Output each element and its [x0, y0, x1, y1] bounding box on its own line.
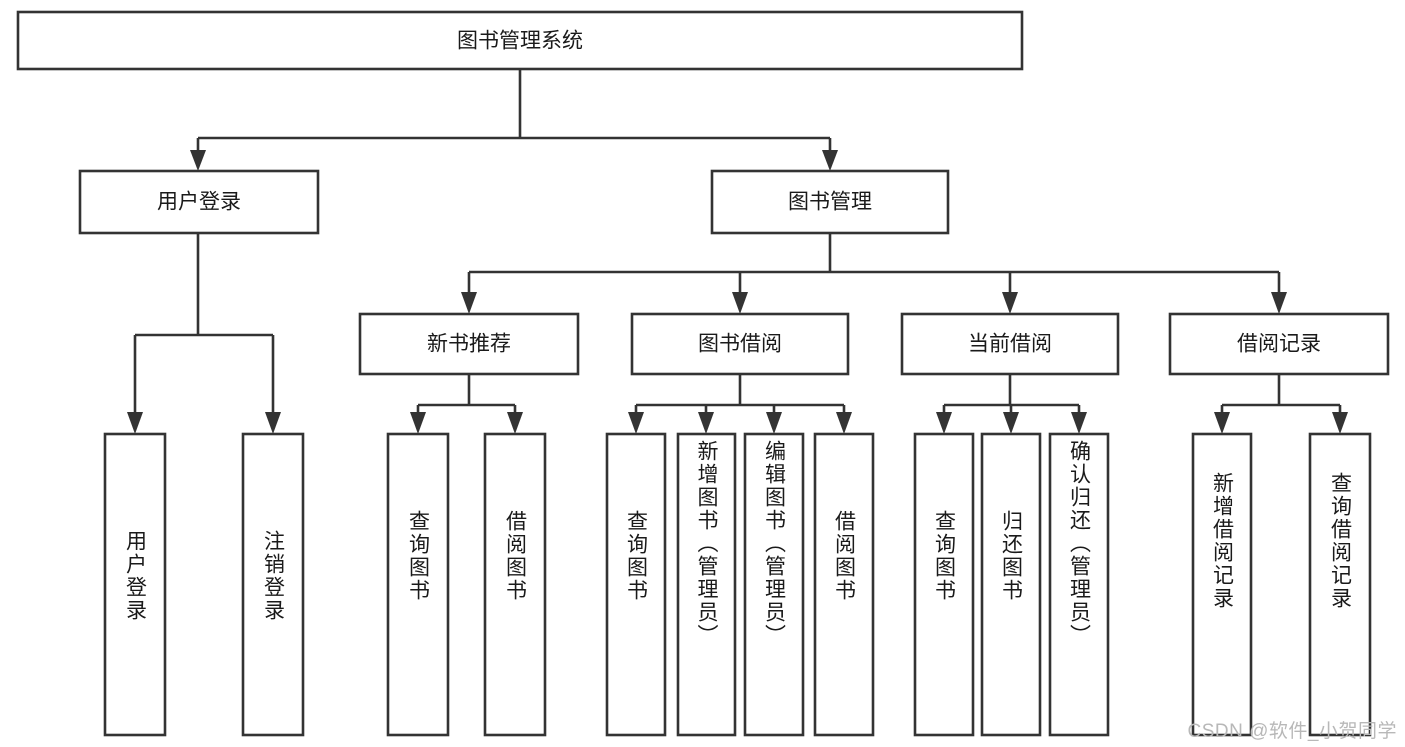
- arrow-head-icon: [507, 412, 523, 434]
- arrow-head-icon: [936, 412, 952, 434]
- arrow-head-icon: [836, 412, 852, 434]
- node-leaf-return-book-box[interactable]: [980, 432, 1042, 737]
- connector-group-book-borrow: [628, 374, 852, 434]
- arrow-head-icon: [265, 412, 281, 434]
- node-box[interactable]: [1168, 312, 1390, 376]
- connector-group-user-login: [127, 233, 281, 434]
- node-current-borrow[interactable]: 当前借阅: [900, 312, 1120, 376]
- arrow-head-icon: [1332, 412, 1348, 434]
- node-new-book-rec[interactable]: 新书推荐: [358, 312, 580, 376]
- node-leaf-add-record-box[interactable]: [1191, 432, 1253, 737]
- arrow-head-icon: [1214, 412, 1230, 434]
- node-leaf-query-book-1-box[interactable]: [386, 432, 450, 737]
- arrow-head-icon: [190, 150, 206, 171]
- node-leaf-query-book-2-box[interactable]: [605, 432, 667, 737]
- arrow-head-icon: [127, 412, 143, 434]
- arrow-head-icon: [698, 412, 714, 434]
- connector-group-new-book-rec: [410, 374, 523, 434]
- arrow-head-icon: [1002, 292, 1018, 314]
- node-label-user-login: 用户登录: [157, 191, 241, 214]
- connector-group-current-borrow: [936, 374, 1087, 434]
- node-label-borrow-record: 借阅记录: [1237, 333, 1321, 356]
- arrow-head-icon: [1071, 412, 1087, 434]
- node-box[interactable]: [710, 169, 950, 235]
- node-leaf-user-login-box[interactable]: [103, 432, 167, 737]
- node-label-book-manage: 图书管理: [788, 191, 872, 214]
- node-label-new-book-rec: 新书推荐: [427, 333, 511, 356]
- node-book-borrow[interactable]: 图书借阅: [630, 312, 850, 376]
- node-label-current-borrow: 当前借阅: [968, 333, 1052, 356]
- node-label-root: 图书管理系统: [457, 30, 583, 53]
- node-book-manage[interactable]: 图书管理: [710, 169, 950, 235]
- node-user-login[interactable]: 用户登录: [78, 169, 320, 235]
- node-box[interactable]: [900, 312, 1120, 376]
- node-root[interactable]: 图书管理系统: [16, 10, 1024, 71]
- csdn-watermark: CSDN @软件_小贺同学: [1187, 721, 1397, 742]
- node-leaf-query-book-3-box[interactable]: [913, 432, 975, 737]
- node-leaf-edit-book-box[interactable]: [743, 432, 805, 737]
- node-box[interactable]: [630, 312, 850, 376]
- node-leaf-add-book-box[interactable]: [676, 432, 737, 737]
- node-box[interactable]: [78, 169, 320, 235]
- node-label-book-borrow: 图书借阅: [698, 333, 782, 356]
- node-leaf-borrow-book-1-box[interactable]: [483, 432, 547, 737]
- arrow-head-icon: [461, 292, 477, 314]
- node-box[interactable]: [358, 312, 580, 376]
- arrow-head-icon: [1271, 292, 1287, 314]
- arrow-head-icon: [628, 412, 644, 434]
- arrow-head-icon: [410, 412, 426, 434]
- connector-group-root: [190, 69, 838, 171]
- connector-group-borrow-record: [1214, 374, 1348, 434]
- node-leaf-confirm-return-box[interactable]: [1048, 432, 1110, 737]
- node-borrow-record[interactable]: 借阅记录: [1168, 312, 1390, 376]
- arrow-head-icon: [766, 412, 782, 434]
- arrow-head-icon: [1003, 412, 1019, 434]
- node-box[interactable]: [16, 10, 1024, 71]
- connector-group-book-manage: [461, 233, 1287, 314]
- arrow-head-icon: [822, 150, 838, 171]
- node-leaf-borrow-book-2-box[interactable]: [813, 432, 875, 737]
- node-leaf-user-logout-box[interactable]: [241, 432, 305, 737]
- arrow-head-icon: [732, 292, 748, 314]
- node-leaf-query-record-box[interactable]: [1308, 432, 1372, 737]
